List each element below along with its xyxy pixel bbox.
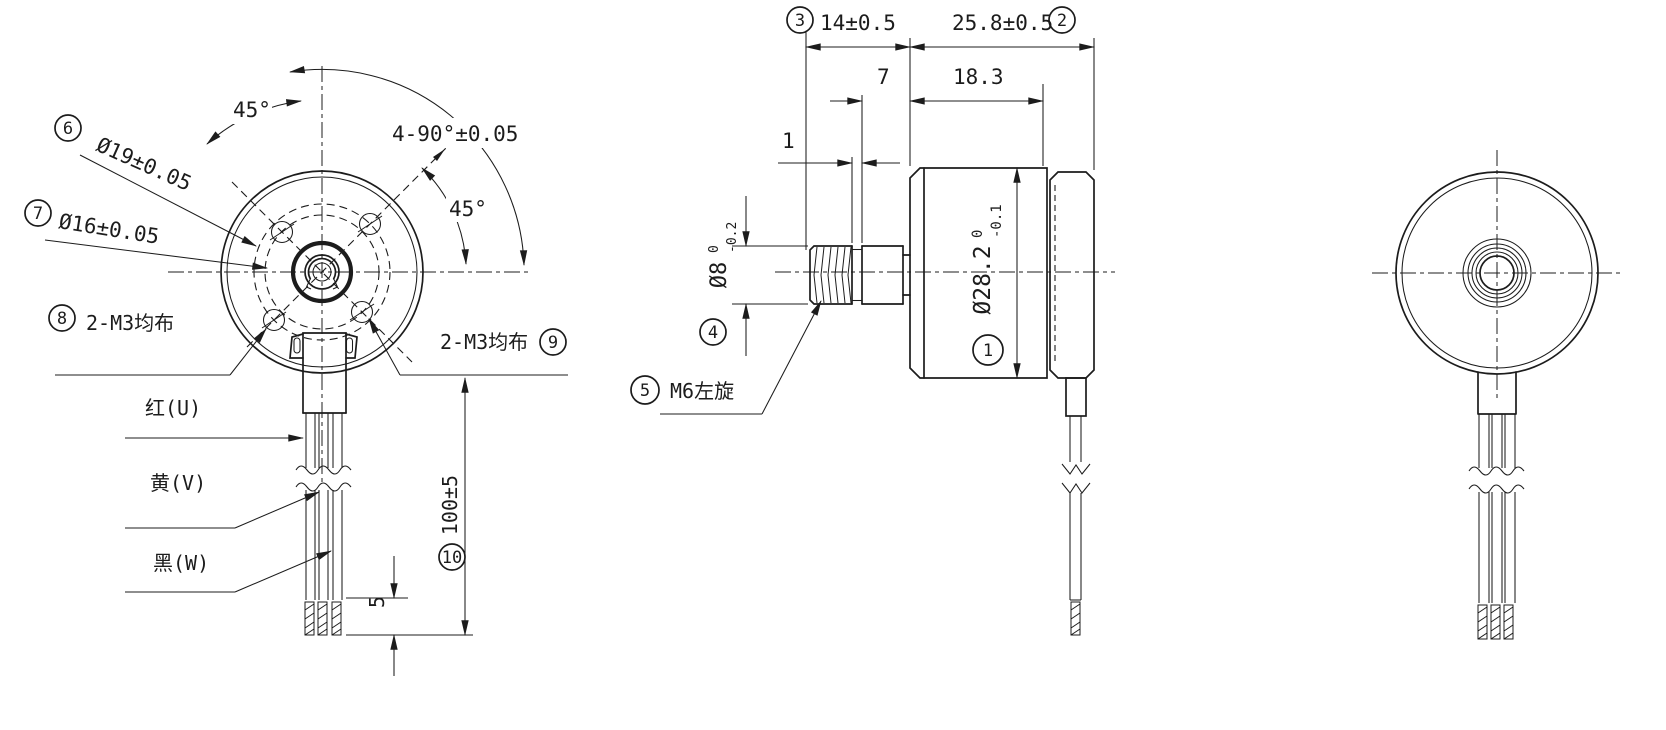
rear-inner-rim-circle — [1401, 177, 1593, 369]
wire-red-label: 红(U) — [145, 396, 201, 420]
callout-8-number: 8 — [57, 309, 67, 329]
dim-258-label: 25.8±0.5 — [952, 11, 1053, 35]
side-view: 3 14±0.5 25.8±0.5 2 7 18.3 1 — [630, 6, 1115, 636]
shaft — [809, 245, 911, 305]
angle-45-top-label: 45° — [233, 98, 271, 122]
ear-slot-left — [293, 337, 301, 354]
dim-strip-length: 5 — [346, 556, 473, 676]
front-wires — [295, 413, 352, 600]
wire-labels: 红(U) 黄(V) 黑(W) — [125, 396, 332, 593]
dim-100-label: 100±5 — [438, 475, 462, 535]
wire-break-upper — [295, 465, 352, 475]
callout-9: 2-M3均布 9 — [368, 318, 568, 376]
dim-mid: 7 18.3 — [830, 65, 1045, 243]
bolt-circle-16 — [264, 214, 380, 330]
dim-d282-sup: 0 — [970, 230, 986, 238]
callout-4-number: 4 — [708, 323, 718, 343]
dim-14-label: 14±0.5 — [820, 11, 896, 35]
motor-housing — [909, 167, 1048, 379]
callout-9-label: 2-M3均布 — [440, 330, 528, 354]
rear-cable — [1468, 371, 1525, 603]
side-cable — [1061, 377, 1091, 636]
callout-1-number: 1 — [983, 341, 993, 361]
dim-body-diameter: Ø28.2 0 -0.1 1 — [970, 166, 1021, 380]
thread-hatching — [813, 246, 852, 304]
dim-183-label: 18.3 — [953, 65, 1004, 89]
dim-1-label: 1 — [782, 129, 795, 153]
callout-5: 5 M6左旋 — [630, 300, 822, 415]
callout-8: 8 2-M3均布 — [48, 304, 267, 376]
cable-break-lower — [1061, 482, 1091, 494]
callout-9-number: 9 — [548, 333, 558, 353]
dim-top: 3 14±0.5 25.8±0.5 2 — [786, 6, 1096, 250]
dim-d8-sub: -0.2 — [725, 222, 740, 253]
dim-d282-sub: -0.1 — [989, 204, 1005, 238]
dim-d8-sup: 0 — [707, 245, 722, 253]
wire-yellow-label: 黄(V) — [150, 471, 206, 495]
front-view: 45° 4-90°±0.05 45° 6 Ø19±0.05 7 Ø16±0.05… — [24, 66, 568, 676]
callout-5-label: M6左旋 — [670, 379, 734, 403]
front-wire-tips — [304, 601, 342, 636]
callout-10-number: 10 — [442, 548, 462, 568]
angle-45-right-label: 45° — [449, 197, 487, 221]
rear-wire-break-lower — [1468, 484, 1525, 494]
rear-wire-tips — [1477, 604, 1514, 640]
callout-3-number: 3 — [795, 11, 805, 31]
callout-6-number: 6 — [63, 119, 73, 139]
angle-4x90-label: 4-90°±0.05 — [392, 122, 518, 146]
arc-4x90 — [288, 66, 528, 267]
rear-thread-boss — [1462, 238, 1532, 308]
dim-shaft-diameter: Ø8 0 -0.2 4 — [699, 196, 808, 356]
ear-slot-right — [345, 337, 354, 354]
callout-7-label: Ø16±0.05 — [57, 209, 161, 249]
rear-cap — [1049, 171, 1095, 379]
dim-groove: 1 — [778, 129, 900, 243]
dim-7-label: 7 — [877, 65, 890, 89]
callout-7-number: 7 — [33, 204, 43, 224]
callout-5-number: 5 — [640, 381, 650, 401]
wire-black-label: 黑(W) — [153, 551, 209, 575]
callout-7: 7 Ø16±0.05 — [24, 199, 269, 270]
rear-wire-break-upper — [1468, 466, 1525, 476]
wire-break-lower — [295, 482, 352, 492]
hole-axis-diagonal-2 — [246, 146, 448, 348]
rear-view — [1372, 150, 1622, 640]
dim-cable-length: 100±5 10 — [438, 376, 469, 637]
terminal-hub — [289, 332, 358, 414]
rear-outer-circle — [1395, 171, 1599, 375]
cable-break-upper — [1061, 463, 1091, 475]
dim-d282-label: Ø28.2 — [970, 245, 996, 314]
hole-axis-diagonal-1 — [231, 181, 413, 363]
dim-d8-label: Ø8 — [707, 262, 732, 289]
callout-8-label: 2-M3均布 — [86, 311, 174, 335]
callout-6-label: Ø19±0.05 — [93, 133, 195, 196]
callout-2-number: 2 — [1057, 11, 1067, 31]
dim-5-label: 5 — [365, 596, 389, 608]
